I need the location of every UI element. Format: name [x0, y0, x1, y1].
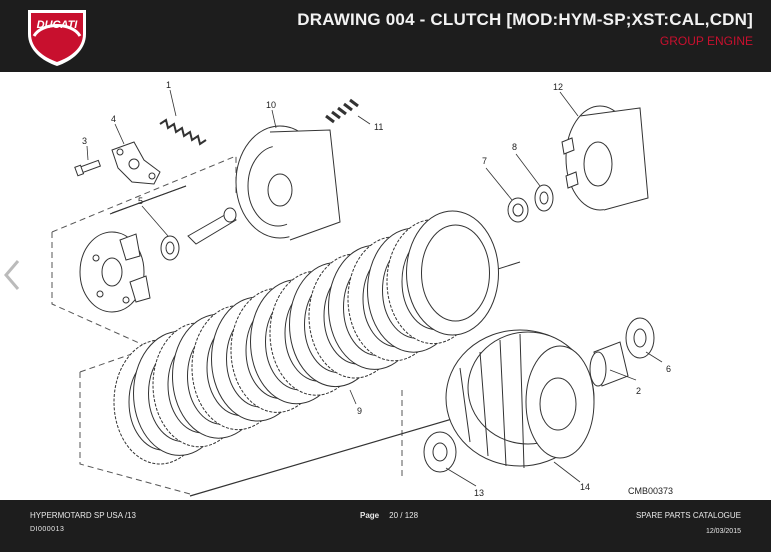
part-6-washer	[625, 317, 655, 359]
part-label-9: 9	[357, 406, 362, 416]
part-12-hub	[561, 105, 649, 211]
drawing-reference: CMB00373	[628, 486, 673, 496]
part-5-bearing	[160, 207, 237, 261]
part-10-drum	[235, 125, 341, 241]
model-name: HYPERMOTARD SP USA /13	[30, 511, 136, 520]
svg-text:DUCATI: DUCATI	[37, 19, 79, 31]
part-9-plate-stack	[113, 210, 499, 465]
part-label-1: 1	[166, 80, 171, 90]
document-code: DI000013	[30, 526, 65, 533]
part-label-7: 7	[482, 156, 487, 166]
part-11-spring	[325, 98, 359, 124]
part-labels: 1 2 3 4 5 6 7 8 9 10 11 12 13 14 CMB0037…	[82, 80, 673, 498]
catalogue-date: 12/03/2015	[705, 528, 741, 535]
clutch-diagram: 1 2 3 4 5 6 7 8 9 10 11 12 13 14 CMB0037…	[51, 80, 673, 498]
part-label-5: 5	[138, 196, 143, 206]
page-value: 20 / 128	[389, 511, 419, 520]
part-1-spring	[159, 118, 207, 146]
footer-bar: HYPERMOTARD SP USA /13 DI000013 Page 20 /…	[0, 500, 771, 552]
part-label-12: 12	[553, 82, 563, 92]
part-14-basket	[445, 329, 595, 469]
part-3-screw	[74, 159, 102, 177]
exploded-view-drawing: 1 2 3 4 5 6 7 8 9 10 11 12 13 14 CMB0037…	[0, 72, 771, 500]
part-label-13: 13	[474, 488, 484, 498]
part-label-2: 2	[636, 386, 641, 396]
chevron-left-icon[interactable]	[2, 258, 22, 292]
part-label-10: 10	[266, 100, 276, 110]
page-indicator: Page 20 / 128	[360, 511, 418, 520]
page-label: Page	[360, 511, 380, 520]
part-4-bracket	[111, 141, 161, 185]
group-label: GROUP ENGINE	[659, 34, 753, 48]
part-label-4: 4	[111, 114, 116, 124]
catalogue-name: SPARE PARTS CATALOGUE	[635, 511, 741, 520]
part-13-washer	[423, 431, 457, 473]
part-label-3: 3	[82, 136, 87, 146]
part-label-14: 14	[580, 482, 590, 492]
part-2-sleeve	[589, 341, 629, 387]
part-label-6: 6	[666, 364, 671, 374]
part-8-washer	[534, 184, 554, 212]
pressure-plate	[79, 231, 151, 313]
part-label-8: 8	[512, 142, 517, 152]
ducati-logo: DUCATI	[28, 10, 86, 66]
drawing-title: DRAWING 004 - CLUTCH [MOD:HYM-SP;XST:CAL…	[297, 10, 753, 29]
header-bar: DUCATI DRAWING 004 - CLUTCH [MOD:HYM-SP;…	[0, 0, 771, 72]
part-7-nut	[507, 197, 529, 223]
part-label-11: 11	[374, 122, 383, 132]
